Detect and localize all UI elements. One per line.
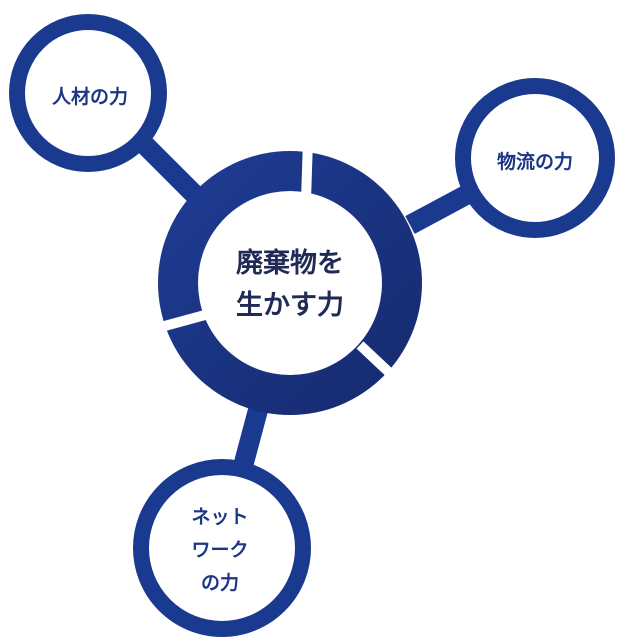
center-label-text: 廃棄物を 生かす力 [236, 248, 344, 321]
node-label-network-text: ネット ワーク の力 [191, 505, 249, 594]
node-label-butsuryu: 物流の力 [470, 125, 600, 195]
ring-gap-top [301, 139, 313, 201]
node-label-jinzai-text: 人材の力 [51, 85, 128, 108]
ring-gap-left [148, 310, 207, 335]
node-label-butsuryu-text: 物流の力 [496, 150, 573, 173]
node-label-jinzai: 人材の力 [30, 60, 150, 130]
node-label-network: ネット ワーク の力 [160, 490, 280, 610]
node-circle-jinzai [9, 14, 167, 172]
node-circle-network [133, 459, 311, 637]
node-circle-butsuryu [455, 78, 615, 238]
center-ring [148, 139, 422, 415]
ring-gap-right [356, 341, 399, 382]
center-label: 廃棄物を 生かす力 [200, 215, 380, 355]
